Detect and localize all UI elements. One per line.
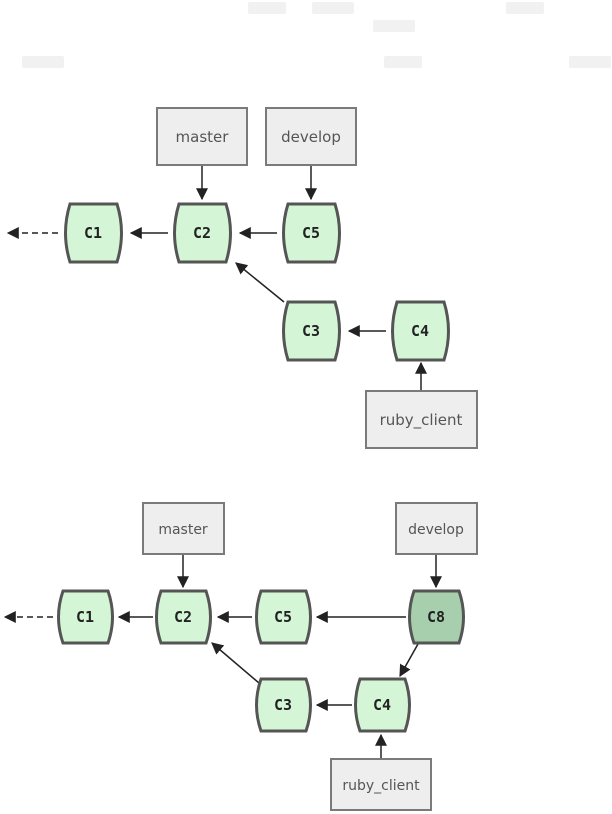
placeholder-bar: [312, 2, 354, 14]
svg-text:master: master: [158, 522, 208, 538]
commit-c3: C3: [255, 677, 312, 733]
svg-text:ruby_client: ruby_client: [380, 411, 463, 430]
svg-text:C5: C5: [302, 224, 320, 242]
svg-text:develop: develop: [281, 128, 341, 146]
svg-text:C1: C1: [84, 224, 102, 242]
commit-c2: C2: [155, 589, 212, 645]
svg-text:C3: C3: [274, 696, 292, 714]
svg-text:C8: C8: [427, 608, 445, 626]
svg-text:C4: C4: [373, 696, 391, 714]
placeholder-bar: [506, 2, 544, 14]
svg-text:C4: C4: [411, 322, 429, 340]
placeholder-bar: [569, 56, 611, 68]
commit-c3: C3: [282, 300, 341, 362]
placeholder-bar: [248, 2, 286, 14]
edge-c8-c4: [399, 643, 419, 678]
ref-ruby-client: ruby_client: [330, 758, 432, 811]
commit-c1: C1: [57, 589, 114, 645]
svg-text:master: master: [176, 128, 230, 146]
placeholder-bar: [373, 20, 415, 32]
commit-c5: C5: [255, 589, 312, 645]
commit-c4: C4: [391, 300, 450, 362]
diagram-bottom: master develop ruby_client: [3, 502, 478, 811]
edge-c3-c2: [235, 262, 285, 303]
edge-c3-c2: [211, 642, 260, 684]
svg-text:C2: C2: [174, 608, 192, 626]
commit-c8: C8: [408, 589, 465, 645]
svg-text:C5: C5: [274, 608, 292, 626]
ref-ruby-client: ruby_client: [365, 390, 478, 449]
commit-c1: C1: [64, 202, 123, 264]
commit-c4: C4: [354, 677, 411, 733]
svg-text:C3: C3: [302, 322, 320, 340]
ref-master: master: [156, 107, 248, 166]
commit-c2: C2: [173, 202, 232, 264]
ref-develop: develop: [395, 502, 478, 555]
svg-text:C2: C2: [193, 224, 211, 242]
placeholder-bar: [384, 56, 422, 68]
placeholder-bar: [22, 56, 64, 68]
ref-master: master: [142, 502, 225, 555]
ref-develop: develop: [265, 107, 357, 166]
diagram-top: master develop ruby_client C1: [6, 107, 478, 449]
svg-text:ruby_client: ruby_client: [342, 778, 420, 794]
svg-text:develop: develop: [408, 522, 464, 538]
commit-c5: C5: [282, 202, 341, 264]
svg-text:C1: C1: [76, 608, 94, 626]
